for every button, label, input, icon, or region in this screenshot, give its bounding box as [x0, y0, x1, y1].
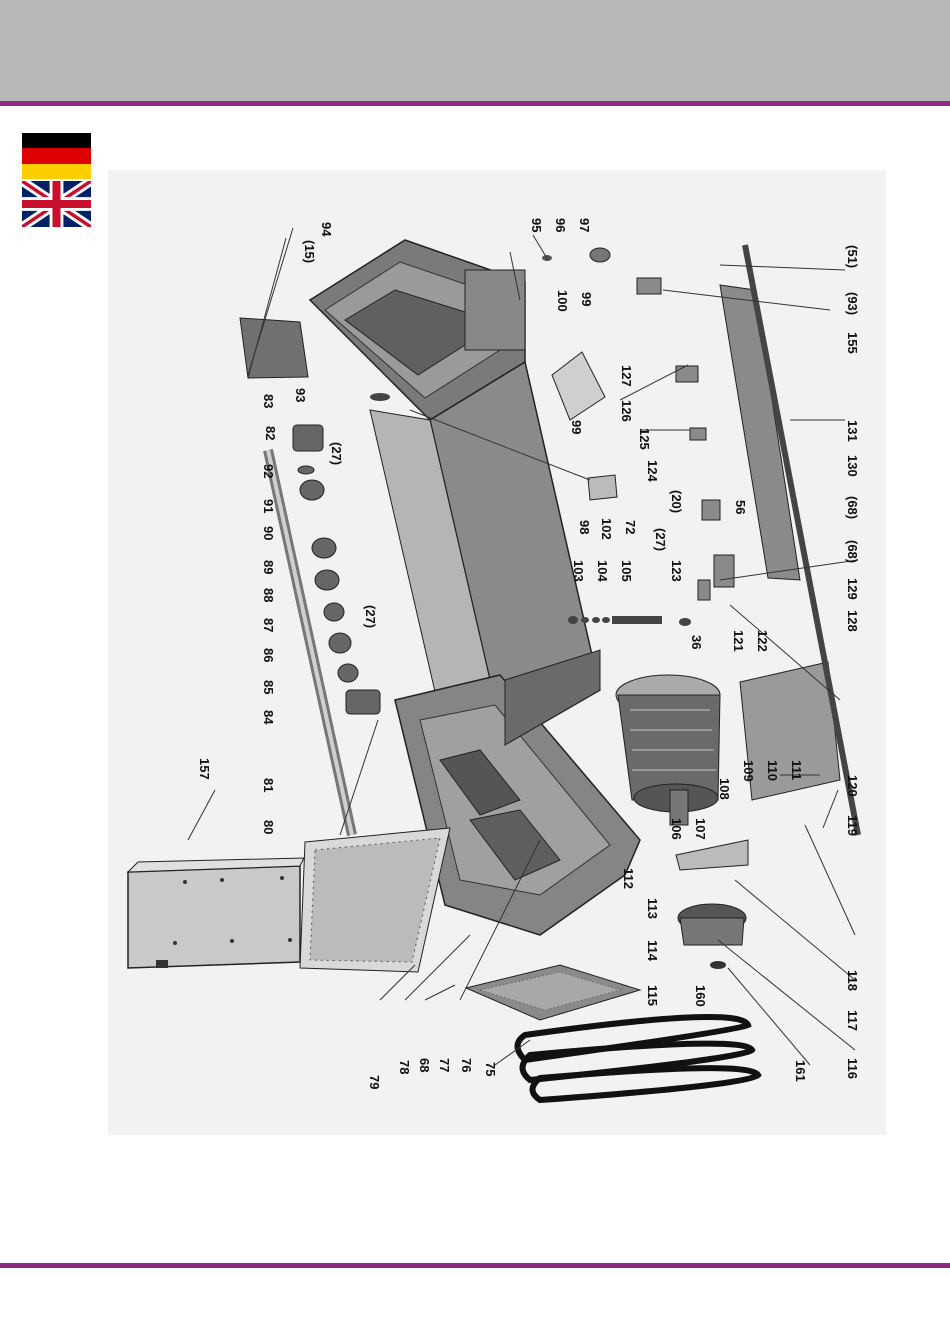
part-label: (68)	[845, 496, 860, 519]
part-label: 96	[553, 218, 568, 232]
part-label: 87	[261, 618, 276, 632]
part-label: 124	[645, 460, 660, 482]
german-flag-icon[interactable]	[22, 133, 91, 179]
part-label: 98	[577, 520, 592, 534]
perforated-cover	[300, 828, 450, 972]
part-label: 120	[845, 775, 860, 797]
part-label: 106	[669, 818, 684, 840]
part-label: 85	[261, 680, 276, 694]
part-label: (20)	[669, 490, 684, 513]
part-label: 91	[261, 499, 276, 513]
part-label: 99	[579, 292, 594, 306]
part-label: 109	[741, 760, 756, 782]
part-label: 75	[483, 1062, 498, 1076]
part-label: 125	[637, 428, 652, 450]
part-label: 126	[619, 400, 634, 422]
part-label: 157	[197, 758, 212, 780]
part-label: 160	[693, 985, 708, 1007]
part-label: 102	[599, 518, 614, 540]
part-label: 113	[645, 898, 660, 919]
part-label: 129	[845, 578, 860, 600]
lathe-bed	[310, 240, 640, 935]
part-label: 128	[845, 610, 860, 632]
part-label: 131	[845, 420, 860, 442]
part-label: 130	[845, 455, 860, 477]
part-label: 100	[555, 290, 570, 312]
part-label: 93	[293, 388, 308, 402]
footer-accent-rule	[0, 1263, 950, 1268]
part-label: 119	[845, 815, 860, 836]
part-label: 118	[845, 970, 860, 991]
part-label: (93)	[845, 292, 860, 315]
part-label: 107	[693, 818, 708, 840]
part-label: 97	[577, 218, 592, 232]
part-label: 77	[437, 1058, 452, 1072]
exploded-parts-diagram: (15) 94 93 83 82 92 91 (27) 90 89 88 87 …	[108, 170, 886, 1135]
part-label: 105	[619, 560, 634, 582]
uk-flag-icon[interactable]	[22, 181, 91, 227]
part-label: 161	[793, 1060, 808, 1082]
part-label: 79	[367, 1075, 382, 1089]
part-label: 80	[261, 820, 276, 834]
part-label: (68)	[845, 540, 860, 563]
header-accent-rule	[0, 101, 950, 106]
part-label: 94	[319, 222, 334, 237]
part-label: 78	[397, 1060, 412, 1074]
electrical-cabinet	[128, 858, 304, 968]
header-band	[0, 0, 950, 101]
part-label: 121	[731, 630, 746, 652]
part-label: (51)	[845, 245, 860, 268]
part-label: 114	[645, 940, 660, 962]
part-label: 86	[261, 648, 276, 662]
part-label: 92	[261, 464, 276, 478]
part-label: 112	[621, 868, 636, 889]
part-label: 117	[845, 1010, 860, 1031]
part-label: 110	[765, 760, 780, 781]
part-label: 89	[261, 560, 276, 574]
part-label: 95	[529, 218, 544, 232]
part-label: 76	[459, 1058, 474, 1072]
part-label: 108	[717, 778, 732, 800]
part-label: 84	[261, 710, 276, 725]
part-label: (27)	[329, 442, 344, 465]
part-label: 111	[789, 760, 804, 780]
part-label: 83	[261, 394, 276, 408]
part-label: 68	[417, 1058, 432, 1072]
part-label: (27)	[363, 605, 378, 628]
part-label: 72	[623, 520, 638, 534]
part-label: 104	[595, 560, 610, 582]
part-label: 103	[571, 560, 586, 582]
part-label: 99	[569, 420, 584, 434]
part-label: 90	[261, 526, 276, 540]
part-label: 115	[645, 985, 660, 1006]
part-label: 88	[261, 588, 276, 602]
motor	[616, 675, 720, 825]
part-label: (15)	[302, 240, 317, 263]
part-label: 155	[845, 332, 860, 354]
part-label: 127	[619, 365, 634, 387]
part-label: 123	[669, 560, 684, 582]
drive-belts	[518, 1017, 759, 1100]
part-label: 56	[733, 500, 748, 514]
part-label: 116	[845, 1058, 860, 1079]
part-label: 82	[263, 426, 278, 440]
part-label: (27)	[653, 528, 668, 551]
part-label: 81	[261, 778, 276, 792]
part-label: 122	[755, 630, 770, 652]
part-label: 36	[689, 635, 704, 649]
